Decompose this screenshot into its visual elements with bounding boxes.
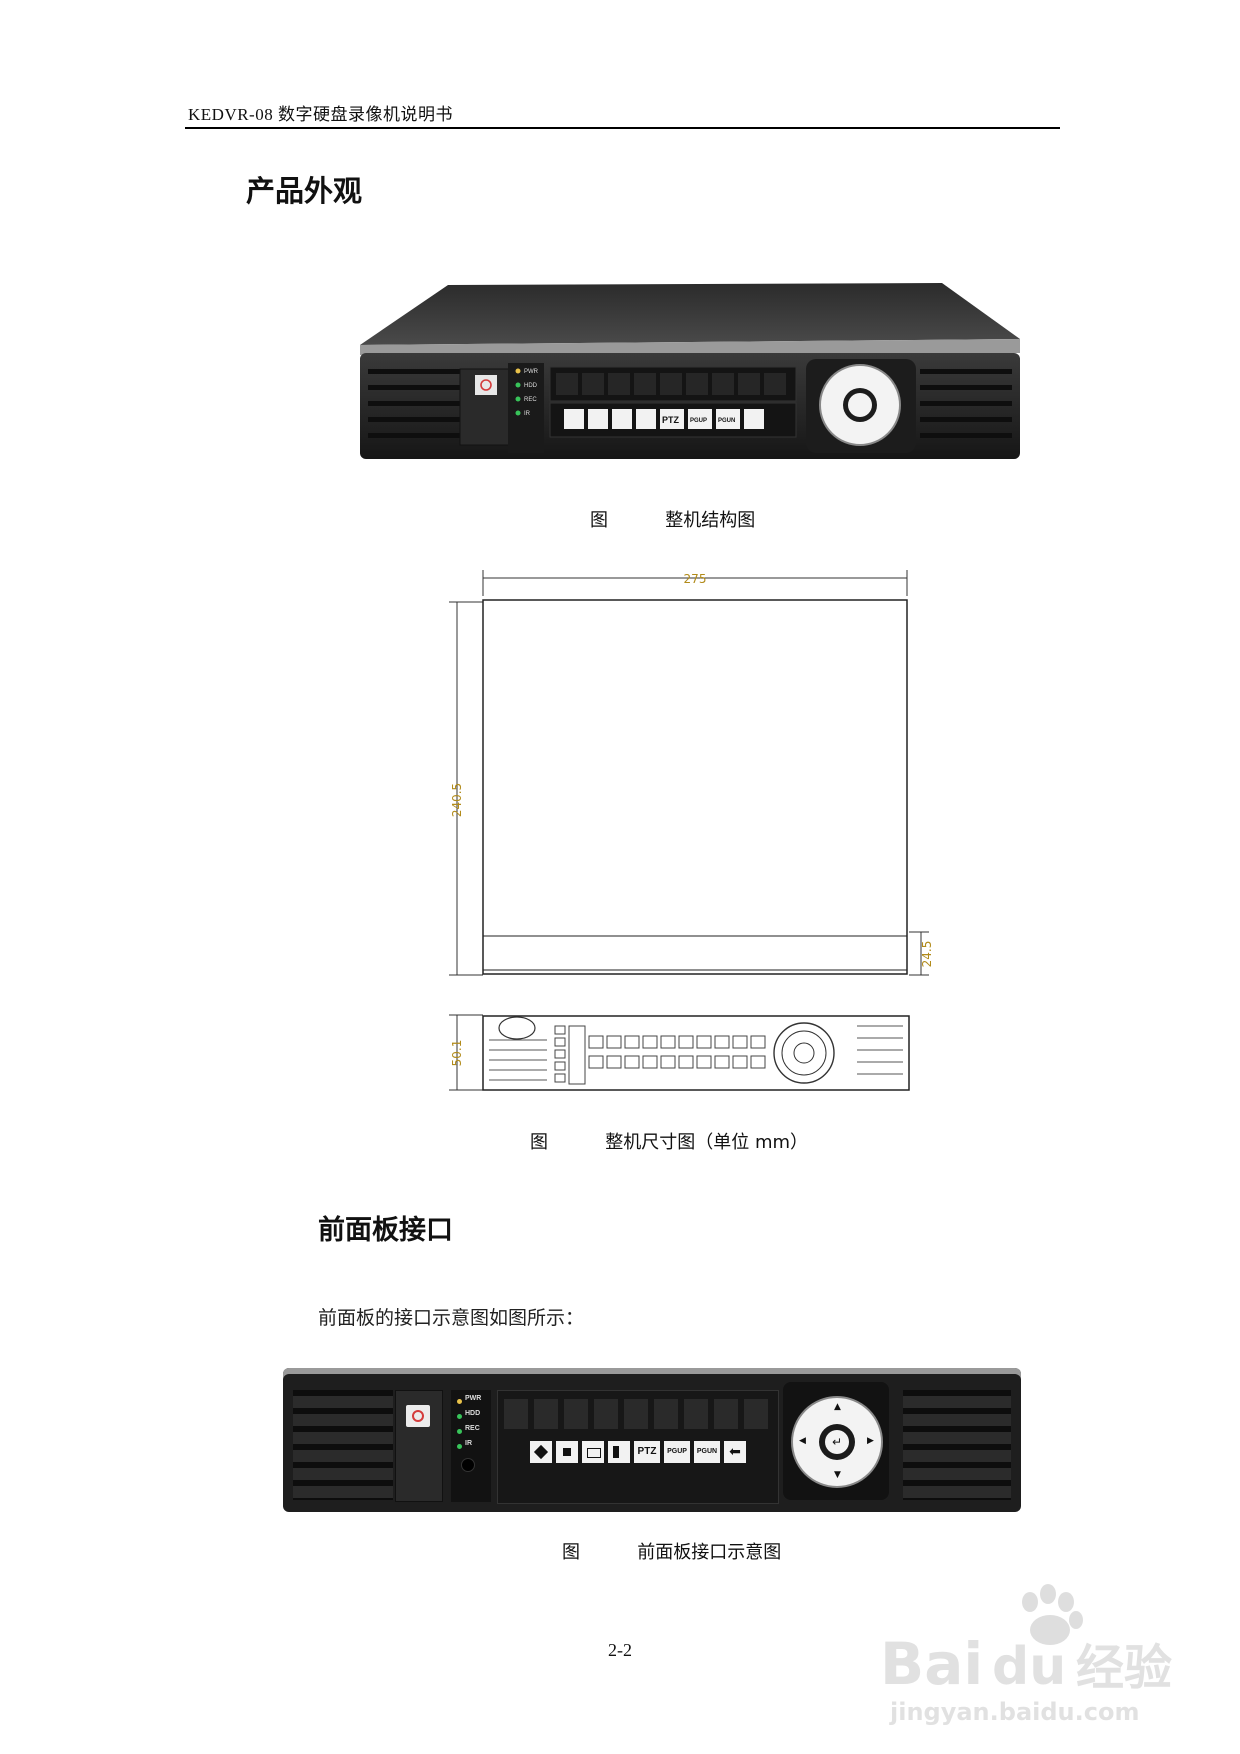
- svg-text:PGUN: PGUN: [718, 418, 735, 424]
- figure-caption-front-panel: 图 前面板接口示意图: [562, 1538, 781, 1564]
- document-header: KEDVR-08 数字硬盘录像机说明书: [188, 105, 453, 124]
- watermark-brand-suffix: du: [992, 1637, 1066, 1697]
- pwr-led: [457, 1399, 462, 1404]
- led-label-hdd: HDD: [465, 1410, 481, 1417]
- caption-prefix: 图: [590, 510, 608, 531]
- caption-text: 整机尺寸图（单位 mm）: [605, 1132, 809, 1153]
- dimension-width-label: 275: [684, 572, 707, 586]
- arrow-right-icon: ▶: [867, 1436, 874, 1446]
- pgup-key[interactable]: PGUP: [664, 1441, 690, 1463]
- dimension-drawing: 275 240.5 24.5 50.1: [437, 560, 937, 1100]
- split-screen-icon: [613, 1446, 625, 1458]
- section-title-front-panel: 前面板接口: [318, 1215, 453, 1246]
- dimension-depth-label: 240.5: [450, 783, 464, 817]
- page-number: 2-2: [608, 1640, 632, 1660]
- channel-keys-row[interactable]: [504, 1399, 770, 1429]
- ir-led: [457, 1444, 462, 1449]
- vent-ribs-right: [903, 1390, 1011, 1500]
- caption-text: 整机结构图: [665, 510, 756, 531]
- hdd-led: [457, 1414, 462, 1419]
- ir-receiver: [461, 1458, 475, 1472]
- dpad-center-ring: ↵: [819, 1424, 855, 1460]
- stop-icon: [563, 1448, 571, 1456]
- svg-text:PGUP: PGUP: [690, 418, 707, 424]
- record-key[interactable]: [530, 1441, 552, 1463]
- svg-text:HDD: HDD: [524, 383, 538, 389]
- svg-text:PWR: PWR: [524, 369, 539, 375]
- front-panel-illustration: PWR HDD REC IR PTZ PGUP PGUN ⬅: [283, 1368, 1021, 1512]
- enter-button[interactable]: ↵: [825, 1430, 849, 1454]
- figure-caption-structure: 图 整机结构图: [590, 506, 755, 532]
- power-icon: [412, 1410, 424, 1422]
- file-icon: [587, 1448, 601, 1458]
- ptz-key[interactable]: PTZ: [634, 1441, 660, 1463]
- back-arrow-icon: ⬅: [729, 1444, 741, 1460]
- dimension-panel-height-label: 50.1: [450, 1040, 464, 1067]
- svg-text:REC: REC: [524, 397, 537, 403]
- file-key[interactable]: [582, 1441, 604, 1463]
- enter-icon: ↵: [831, 1435, 843, 1449]
- power-button[interactable]: [406, 1405, 430, 1427]
- led-label-ir: IR: [465, 1440, 472, 1447]
- led-label-rec: REC: [465, 1425, 480, 1432]
- key-area: PTZ PGUP PGUN ⬅: [497, 1390, 779, 1504]
- stop-key[interactable]: [556, 1441, 578, 1463]
- caption-text: 前面板接口示意图: [637, 1542, 782, 1563]
- led-label-pwr: PWR: [465, 1395, 482, 1402]
- multiscreen-key[interactable]: [608, 1441, 630, 1463]
- watermark-url: jingyan.baidu.com: [889, 1698, 1139, 1726]
- direction-pad[interactable]: ↵ ▲ ▼ ◀ ▶: [791, 1396, 883, 1488]
- caption-prefix: 图: [562, 1542, 580, 1563]
- svg-text:PTZ: PTZ: [662, 415, 680, 425]
- watermark-product: 经验: [1076, 1640, 1172, 1696]
- pgun-key[interactable]: PGUN: [694, 1441, 720, 1463]
- arrow-down-icon: ▼: [834, 1470, 841, 1480]
- header-divider: [185, 127, 1060, 129]
- caption-prefix: 图: [530, 1132, 548, 1153]
- arrow-up-icon: ▲: [834, 1402, 841, 1412]
- baidu-jingyan-watermark: Bai du 经验 jingyan.baidu.com: [880, 1584, 1172, 1726]
- section-title-appearance: 产品外观: [246, 174, 363, 208]
- dimension-front-height-label: 24.5: [920, 941, 934, 968]
- svg-text:IR: IR: [524, 411, 531, 417]
- watermark-brand: Bai: [880, 1630, 983, 1698]
- back-key[interactable]: ⬅: [724, 1441, 746, 1463]
- rec-led: [457, 1429, 462, 1434]
- dpad-housing: ↵ ▲ ▼ ◀ ▶: [783, 1382, 889, 1500]
- dvr-product-photo: PWR HDD REC IR PTZ PGUP PGUN: [360, 283, 1020, 459]
- led-indicator-column: PWR HDD REC IR: [451, 1390, 491, 1502]
- vent-ribs-left: [293, 1390, 393, 1500]
- paw-icon: [1022, 1584, 1083, 1645]
- arrow-left-icon: ◀: [799, 1436, 806, 1446]
- figure-caption-dimensions: 图 整机尺寸图（单位 mm）: [530, 1128, 808, 1154]
- diamond-icon: [533, 1444, 549, 1460]
- front-panel-intro-text: 前面板的接口示意图如图所示：: [318, 1307, 585, 1329]
- power-bay: [395, 1390, 443, 1502]
